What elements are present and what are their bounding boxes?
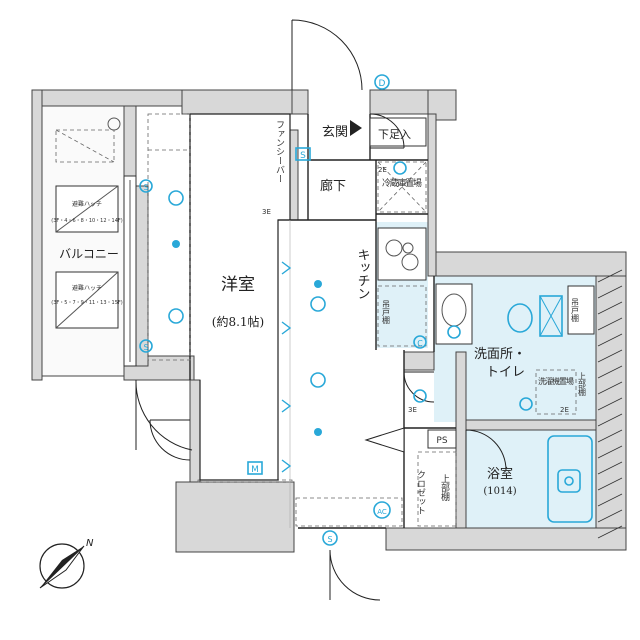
svg-text:C: C: [417, 339, 423, 348]
wash-basin: [435, 283, 473, 345]
entrance-label: 玄関: [322, 125, 348, 140]
balcony-area: [41, 105, 125, 377]
switch-s-symbol-4: S: [322, 530, 338, 546]
switch-s-symbol-3: S: [139, 339, 153, 353]
bathtub: [547, 435, 593, 523]
intercom-symbol: D: [374, 74, 390, 90]
svg-text:S: S: [327, 535, 332, 544]
kitchen-hanging-label: 吊戸棚: [382, 300, 391, 325]
bathroom-label: 浴室: [487, 466, 513, 482]
label-3e-1: 3E: [262, 208, 271, 216]
wall-outlets: [281, 261, 292, 473]
washroom-upper-shelf: 上部棚: [578, 372, 587, 397]
kitchen-label: キッチン: [355, 248, 370, 300]
wall-cabinet: [567, 285, 595, 335]
pipe-space: [427, 429, 457, 449]
svg-text:M: M: [251, 465, 259, 475]
doors: [135, 19, 507, 601]
label-2e-2: 2E: [560, 406, 569, 414]
compass-north-label: N: [86, 538, 94, 549]
toilet: [507, 295, 563, 337]
compass: N: [39, 538, 94, 589]
corridor-label: 廊下: [320, 178, 346, 194]
washroom-label-2: トイレ: [486, 365, 525, 380]
label-3e-2: 3E: [408, 406, 417, 414]
fan-sleeve-label: ファンシーバー: [274, 120, 285, 183]
wall-cabinet-label: 吊戸棚: [571, 298, 580, 323]
washroom-label-1: 洗面所・: [474, 347, 526, 362]
evacuation-hatch-1: 避難ハッチ (3F・4・6・8・10・12・14F): [51, 185, 123, 233]
ceiling-c-symbol: C: [413, 335, 427, 349]
shoe-box-label: 下足入: [378, 128, 411, 141]
walls: [31, 89, 627, 553]
closet-label: クロゼット: [415, 470, 426, 515]
balcony-label: バルコニー: [59, 247, 119, 261]
meter-symbol: M: [247, 461, 263, 475]
switch-s-symbol-2: S: [139, 179, 153, 193]
svg-text:AC: AC: [377, 508, 387, 516]
svg-text:D: D: [379, 79, 386, 89]
svg-text:S: S: [143, 343, 148, 352]
hatch-2-floors: (3F・5・7・9・11・13・15F): [51, 300, 123, 306]
western-room-label: 洋室: [221, 275, 255, 295]
hatch-2-label: 避難ハッチ: [72, 284, 102, 292]
bathroom-size: (1014): [483, 486, 516, 497]
washer-label: 洗濯機置場: [538, 376, 574, 386]
stove: [377, 227, 427, 281]
closet-upper-label: 上部棚: [439, 474, 450, 502]
svg-text:S: S: [300, 151, 306, 161]
western-room-size: (約8.1帖): [212, 314, 264, 329]
fridge-label: 冷蔵庫置場: [382, 177, 422, 189]
hatch-1-floors: (3F・4・6・8・10・12・14F): [51, 218, 123, 224]
hatch-1-label: 避難ハッチ: [72, 200, 102, 208]
pipe-space-label: PS: [436, 436, 447, 446]
ceiling-lights: [168, 161, 533, 436]
aircon-symbol: AC: [373, 501, 391, 519]
label-2e-1: 2E: [378, 166, 387, 174]
shoe-box: [369, 117, 427, 147]
evacuation-hatch-2: 避難ハッチ (3F・5・7・9・11・13・15F): [51, 271, 123, 329]
svg-text:S: S: [143, 183, 148, 192]
switch-s-symbol: S: [295, 147, 311, 161]
hatched-wall: [597, 269, 623, 539]
bathroom-floor: [465, 428, 596, 528]
